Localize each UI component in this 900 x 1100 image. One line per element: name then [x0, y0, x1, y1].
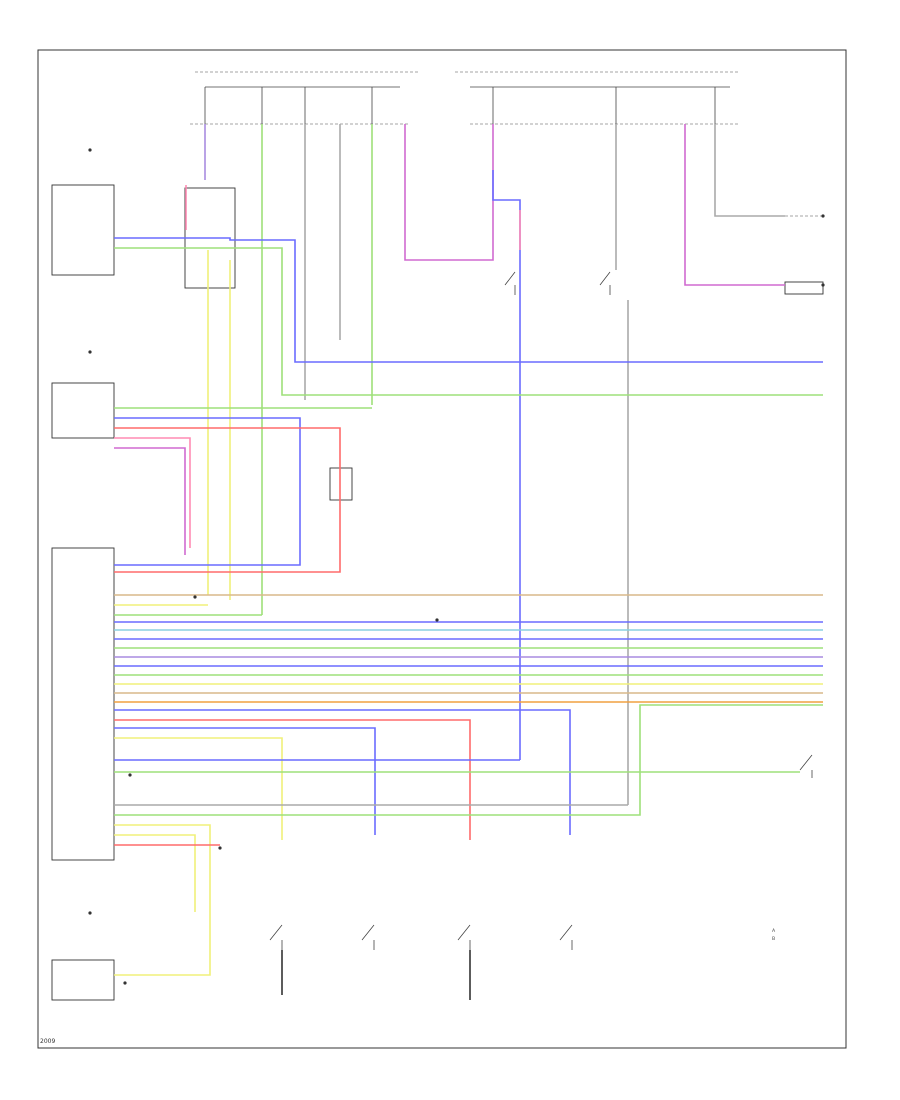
legend-item: B — [772, 936, 775, 942]
tail-lamp-box — [51, 959, 115, 1001]
right-connector — [784, 281, 824, 295]
components — [51, 184, 824, 1001]
rear-lamp-module-box — [51, 184, 115, 276]
diagram-frame — [37, 49, 847, 1049]
switches — [269, 271, 813, 950]
sensor-module-box — [51, 382, 115, 439]
legend-item: A — [772, 928, 776, 934]
switch-bottom-2 — [361, 924, 375, 950]
sensor-switch-box — [329, 467, 353, 501]
legend: A B — [772, 928, 776, 942]
top-bus — [190, 71, 740, 125]
switch-top-left — [504, 271, 516, 295]
switch-right — [799, 754, 813, 778]
switch-bottom-1 — [269, 924, 283, 950]
connection-points — [88, 148, 825, 985]
diagram-footer: 2009 — [40, 1038, 55, 1045]
body-control-module-box — [51, 547, 115, 861]
wires — [114, 124, 823, 1000]
switch-bottom-4 — [559, 924, 573, 950]
switch-bottom-3 — [457, 924, 471, 950]
switch-top-center — [599, 271, 611, 295]
